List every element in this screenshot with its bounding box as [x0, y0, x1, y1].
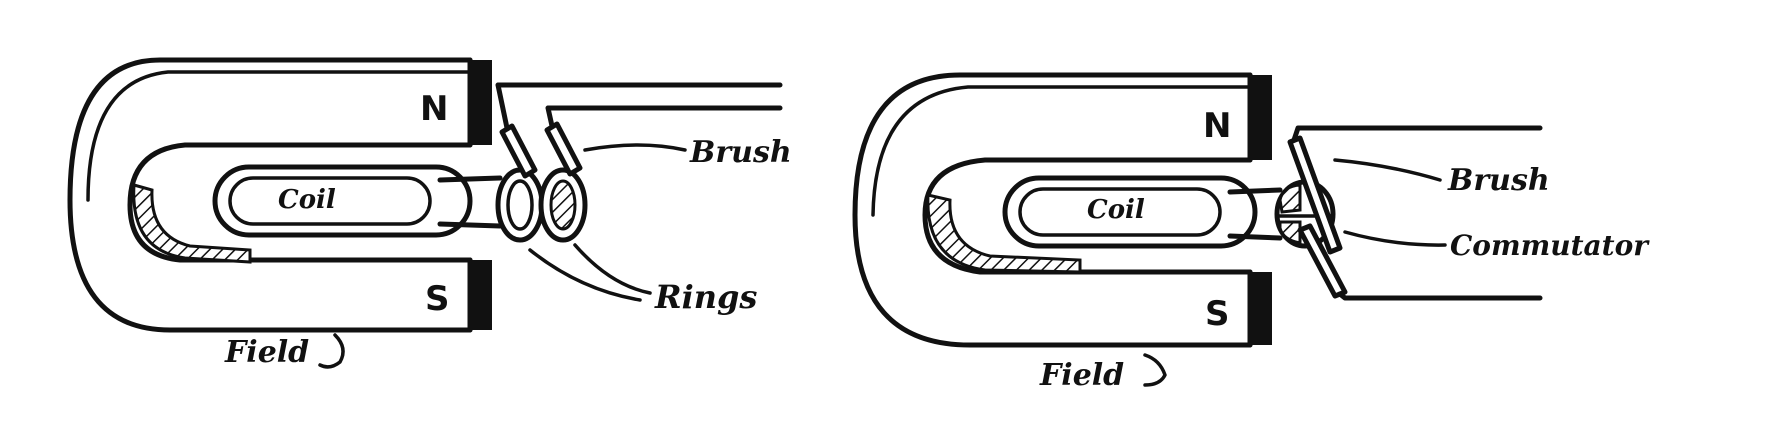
- dc-north-pole-face: [1250, 75, 1272, 160]
- ac-pole-south-label: S: [425, 279, 450, 319]
- dc-commutator-pointer: [1343, 230, 1447, 247]
- ac-brush-label: Brush: [689, 135, 792, 170]
- ac-generator: N S Coil Brush: [67, 57, 792, 370]
- dc-pole-north-label: N: [1203, 106, 1231, 146]
- dc-coil: [1002, 175, 1283, 249]
- dc-south-pole-face: [1250, 272, 1272, 345]
- ac-ring-pointer-2: [573, 243, 652, 295]
- dc-commutator-label: Commutator: [1450, 229, 1650, 262]
- ac-brushes: [495, 82, 783, 179]
- ac-field-magnet: [67, 57, 492, 333]
- dc-brush-label: Brush: [1447, 163, 1550, 198]
- dc-field-pointer: [1143, 353, 1167, 387]
- ac-coil-label: Coil: [278, 185, 336, 215]
- ac-north-pole-face: [470, 60, 492, 145]
- dc-magnet-inner-shade: [926, 193, 1082, 274]
- ac-magnet-inner-shade: [132, 183, 252, 264]
- ac-ring-pointer-1: [528, 248, 642, 302]
- dc-brush-pointer: [1333, 158, 1442, 182]
- dc-pole-south-label: S: [1205, 294, 1230, 334]
- dc-generator: N S Coil Brush Commutator Field: [852, 72, 1650, 393]
- ac-pole-north-label: N: [420, 89, 448, 129]
- ac-rings-label: Rings: [654, 278, 757, 316]
- dc-field-label: Field: [1039, 358, 1124, 393]
- dc-field-magnet: [852, 72, 1272, 348]
- dc-coil-label: Coil: [1087, 195, 1145, 225]
- ac-coil: [212, 164, 503, 238]
- ac-brush-pointer: [583, 143, 687, 152]
- ac-south-pole-face: [470, 260, 492, 330]
- ac-field-label: Field: [224, 335, 309, 370]
- dc-brushes: [1287, 125, 1543, 301]
- ac-field-pointer: [318, 333, 345, 369]
- ac-slip-rings: [495, 167, 588, 243]
